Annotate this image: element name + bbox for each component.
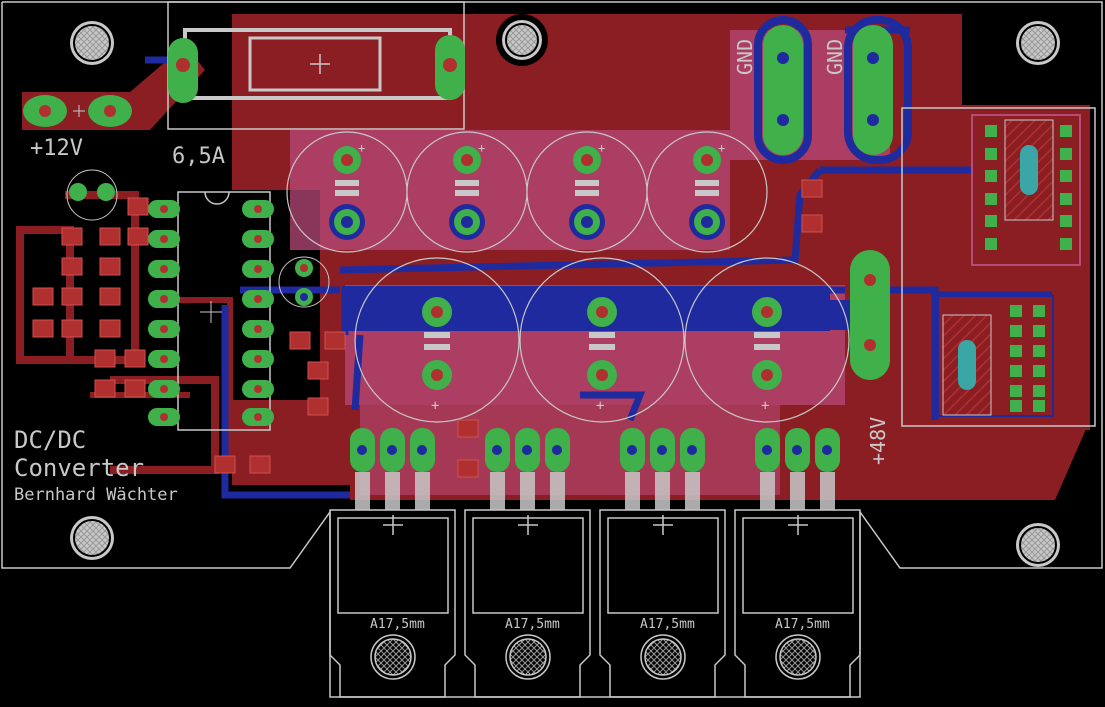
driver-module (901, 107, 1096, 427)
input-terminal (23, 95, 132, 127)
gnd-label-1: GND (733, 39, 757, 75)
svg-text:+: + (598, 141, 605, 155)
silkscreen-labels: +12V 6,5A GND GND +48V DC/DC Converter B… (14, 39, 890, 632)
svg-text:+: + (596, 398, 604, 414)
capacitor: + (526, 131, 648, 253)
smd-passives (32, 179, 823, 478)
output-capacitors: + + + (354, 257, 850, 423)
fuse-holder (167, 1, 465, 130)
svg-text:+: + (761, 398, 769, 414)
svg-text:+: + (431, 398, 439, 414)
capacitor: + (354, 257, 520, 423)
mounting-holes (70, 14, 1060, 567)
small-transistors (66, 169, 330, 308)
mounting-hole-top-left (70, 21, 114, 65)
mounting-hole-bottom-right (1016, 523, 1060, 567)
controller-ic (148, 191, 274, 431)
capacitor: + (684, 257, 850, 423)
capacitor: + (519, 257, 685, 423)
supply-out-label: +48V (866, 417, 890, 465)
supply-in-label: +12V (30, 136, 83, 161)
heatsink-label-2: A17,5mm (505, 617, 560, 632)
heatsink (599, 509, 726, 698)
mounting-hole-top-mid (496, 14, 548, 66)
svg-text:+: + (718, 141, 725, 155)
input-capacitors: + + + + (286, 131, 768, 253)
mounting-hole-bottom-left (70, 516, 114, 560)
capacitor: + (646, 131, 768, 253)
title-line2: Converter (14, 454, 144, 482)
author-label: Bernhard Wächter (14, 485, 178, 505)
svg-text:+: + (478, 141, 485, 155)
heatsinks (329, 509, 861, 698)
heatsink-label-3: A17,5mm (640, 617, 695, 632)
capacitor: + (406, 131, 528, 253)
output-terminal (850, 250, 890, 380)
mosfet-pads (350, 428, 840, 510)
gnd-terminals (763, 25, 893, 155)
heatsink-label-4: A17,5mm (775, 617, 830, 632)
fuse-rating-label: 6,5A (172, 144, 225, 169)
heatsink (329, 509, 456, 698)
svg-text:+: + (358, 141, 365, 155)
heatsink-label-1: A17,5mm (370, 617, 425, 632)
title-line1: DC/DC (14, 426, 86, 454)
mounting-hole-top-right (1016, 21, 1060, 65)
heatsink (464, 509, 591, 698)
capacitor: + (286, 131, 408, 253)
gnd-label-2: GND (823, 39, 847, 75)
heatsink (734, 509, 861, 698)
